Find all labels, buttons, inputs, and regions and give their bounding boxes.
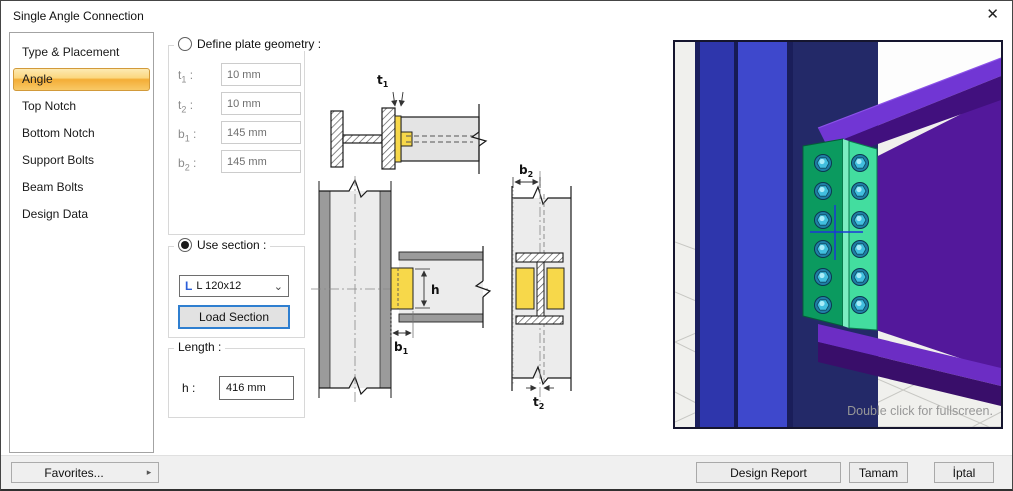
sidebar-item-bottom-notch[interactable]: Bottom Notch <box>22 126 95 140</box>
fullscreen-hint: Double click for fullscreen. <box>847 404 993 418</box>
favorites-button[interactable]: Favorites... ▸ <box>11 462 159 483</box>
favorites-label: Favorites... <box>44 465 104 480</box>
side-view-drawing: b2 t2 <box>511 163 572 411</box>
h-dim-label: h <box>431 283 440 297</box>
b1-dim-label: b1 <box>394 340 409 356</box>
cancel-button[interactable]: İptal <box>934 462 994 483</box>
sidebar-item-type-placement[interactable]: Type & Placement <box>22 45 120 59</box>
angle-section-icon: L <box>185 279 193 293</box>
plate-geometry-radio-row[interactable]: Define plate geometry : <box>174 37 326 51</box>
field-label-b2: b2 : <box>178 156 197 173</box>
ok-button[interactable]: Tamam <box>849 462 908 483</box>
field-label-b1: b1 : <box>178 127 197 144</box>
use-section-group: Use section : L L 120x12 ⌄ Load Section <box>168 238 305 338</box>
field-label-t2: t2 : <box>178 98 194 115</box>
sidebar-nav: Type & Placement Angle Top Notch Bottom … <box>9 32 154 453</box>
load-section-button[interactable]: Load Section <box>178 305 290 329</box>
use-section-radio-row[interactable]: Use section : <box>174 238 271 252</box>
length-group-label: Length : <box>174 340 226 354</box>
elevation-view-drawing: h b1 <box>311 176 492 403</box>
field-label-t1: t1 : <box>178 68 194 85</box>
preview-3d-render: Double click for fullscreen. <box>674 42 1002 489</box>
preview-3d-viewport[interactable]: Double click for fullscreen. <box>673 40 1003 489</box>
sidebar-item-beam-bolts[interactable]: Beam Bolts <box>22 180 84 194</box>
chevron-down-icon: ⌄ <box>273 280 283 293</box>
b1-field <box>221 121 301 144</box>
section-dropdown-value: L 120x12 <box>196 280 242 292</box>
sidebar-item-support-bolts[interactable]: Support Bolts <box>22 153 95 167</box>
design-report-button[interactable]: Design Report <box>696 462 841 483</box>
dialog-title: Single Angle Connection <box>13 9 144 23</box>
crosshair-marker <box>810 205 863 260</box>
plate-geometry-group: Define plate geometry : t1 : t2 : b1 : b… <box>168 37 326 235</box>
section-dropdown[interactable]: L L 120x12 ⌄ <box>179 275 289 297</box>
footer-bar: Favorites... ▸ Design Report Tamam İptal <box>1 455 1012 489</box>
field-label-h: h : <box>182 381 196 395</box>
t1-dim-label: t1 <box>377 73 389 89</box>
use-section-radio[interactable] <box>178 238 192 252</box>
t1-field <box>221 63 301 86</box>
close-icon[interactable]: ✕ <box>986 6 999 23</box>
beam-3d <box>817 57 1002 406</box>
t2-dim-label: t2 <box>533 395 544 411</box>
t2-field <box>221 92 301 115</box>
use-section-label: Use section : <box>197 238 267 252</box>
plan-view-drawing: t1 <box>330 73 488 174</box>
sidebar-item-design-data[interactable]: Design Data <box>22 207 89 221</box>
arrow-right-icon: ▸ <box>146 467 152 477</box>
b2-dim-label: b2 <box>519 163 533 179</box>
sidebar-item-angle[interactable]: Angle <box>13 68 150 91</box>
b2-field <box>221 150 301 173</box>
column-3d <box>695 42 793 427</box>
h-field[interactable] <box>219 376 294 400</box>
plate-geometry-radio[interactable] <box>178 37 192 51</box>
length-group: Length : h : <box>168 340 305 418</box>
technical-drawings: t1 h b1 <box>311 73 572 411</box>
sidebar-item-top-notch[interactable]: Top Notch <box>22 99 77 113</box>
plate-geometry-label: Define plate geometry : <box>197 37 322 51</box>
